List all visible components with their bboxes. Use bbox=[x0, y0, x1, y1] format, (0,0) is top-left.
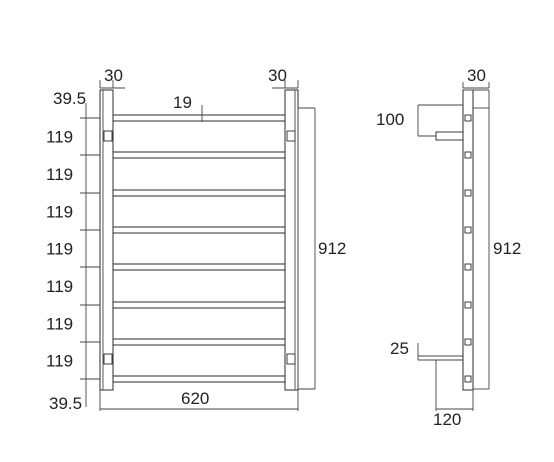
front-overall-height-label: 912 bbox=[318, 239, 346, 258]
front-bracket-top-left bbox=[103, 130, 113, 142]
rail-bar bbox=[112, 151, 286, 159]
side-overall-height-label: 912 bbox=[493, 239, 521, 258]
bar-spacing-labels: 119 119 119 119 119 119 119 bbox=[46, 128, 73, 371]
side-view: 30 100 25 120 912 bbox=[376, 66, 521, 429]
top-bracket-arm bbox=[435, 131, 464, 141]
side-bar-end bbox=[464, 189, 472, 197]
front-view: 30 30 39.5 19 119 119 119 119 119 119 119 39.5… bbox=[46, 66, 346, 413]
rail-bar bbox=[112, 375, 286, 383]
overall-width-label: 620 bbox=[181, 389, 209, 408]
front-left-post-width-label: 30 bbox=[104, 66, 123, 85]
rail-bar bbox=[112, 338, 286, 346]
left-post bbox=[99, 89, 114, 391]
front-bracket-bottom-right bbox=[286, 353, 296, 365]
bar-spacing-label: 119 bbox=[46, 315, 73, 334]
side-post-width-label: 30 bbox=[467, 66, 486, 85]
rail-bars bbox=[80, 114, 286, 383]
side-bar-end bbox=[464, 263, 472, 271]
rail-bar bbox=[112, 263, 286, 271]
bar-spacing-label: 119 bbox=[46, 165, 73, 184]
side-bar-end bbox=[464, 338, 472, 346]
front-right-post-width-label: 30 bbox=[268, 66, 287, 85]
rail-bar bbox=[112, 114, 286, 122]
front-bracket-top-right bbox=[286, 130, 296, 142]
bar-diameter-label: 19 bbox=[173, 93, 192, 112]
side-bar-end bbox=[464, 151, 472, 159]
side-bar-end bbox=[464, 226, 472, 234]
bar-spacing-label: 119 bbox=[46, 240, 73, 259]
rail-bar bbox=[112, 301, 286, 309]
bar-spacing-label: 119 bbox=[46, 203, 73, 222]
side-bar-end bbox=[464, 375, 472, 383]
bottom-bracket-height-label: 25 bbox=[390, 339, 409, 358]
front-bracket-bottom-left bbox=[103, 353, 113, 365]
bar-spacing-label: 119 bbox=[46, 128, 73, 147]
bar-spacing-label: 119 bbox=[46, 352, 73, 371]
front-bottom-offset-label: 39.5 bbox=[49, 394, 82, 413]
side-bar-ends bbox=[464, 114, 472, 383]
wall-depth-label: 120 bbox=[433, 410, 461, 429]
side-bar-end bbox=[464, 114, 472, 122]
front-top-offset-label: 39.5 bbox=[53, 89, 86, 108]
side-bar-end bbox=[464, 301, 472, 309]
top-bracket-depth-label: 100 bbox=[376, 110, 404, 129]
bar-spacing-label: 119 bbox=[46, 277, 73, 296]
rail-bar bbox=[112, 189, 286, 197]
rail-bar bbox=[112, 226, 286, 234]
